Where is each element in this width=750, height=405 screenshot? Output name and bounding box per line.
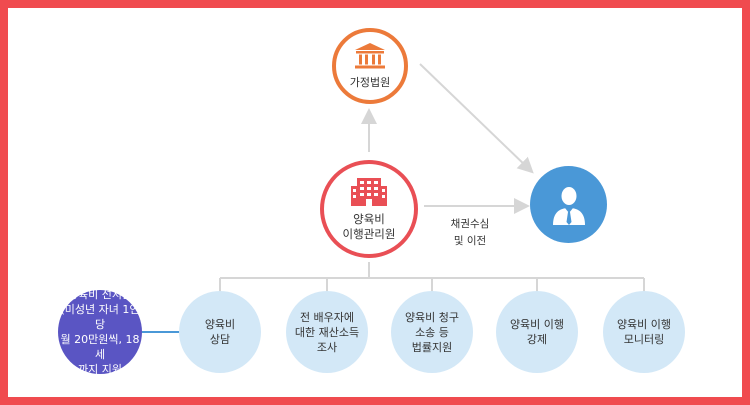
service-4-line-1: 양육비 이행 <box>509 318 565 331</box>
advance-payment-node: 양육비 선지급 (미성년 자녀 1인당 월 20만원씩, 18세 까지 지원 <box>58 288 142 376</box>
service-legal-support-node: 양육비 청구 소송 등 법률지원 <box>391 291 473 373</box>
person-icon <box>552 186 585 225</box>
collection-transfer-label: 채권수심 및 이전 <box>430 216 510 250</box>
agency-label: 양육비 이행관리원 <box>343 212 396 242</box>
family-court-label: 가정법원 <box>349 76 391 89</box>
courthouse-icon <box>355 43 385 69</box>
advance-line-3: 월 20만원씩, 18세 <box>60 333 140 361</box>
service-5-line-1: 양육비 이행 <box>616 318 672 331</box>
advance-line-2: (미성년 자녀 1인당 <box>60 303 140 331</box>
service-enforcement-node: 양육비 이행 강제 <box>496 291 578 373</box>
advance-line-1: 양육비 선지급 <box>67 288 133 301</box>
service-3-line-2: 소송 등 <box>415 325 449 339</box>
recipient-node <box>530 166 607 243</box>
service-2-line-2: 대한 재산소득 <box>294 325 360 339</box>
service-monitoring-node: 양육비 이행 모니터링 <box>603 291 685 373</box>
service-2-line-1: 전 배우자에 <box>299 310 355 324</box>
service-1-line-2: 상담 <box>209 333 231 346</box>
service-asset-investigation-node: 전 배우자에 대한 재산소득 조사 <box>286 291 368 373</box>
service-5-line-2: 모니터링 <box>623 333 665 346</box>
family-court-node: 가정법원 <box>332 28 408 104</box>
collection-label-line-1: 채권수심 <box>450 218 490 230</box>
child-support-agency-node: 양육비 이행관리원 <box>320 160 418 258</box>
service-3-line-3: 법률지원 <box>411 340 453 354</box>
building-icon <box>351 178 387 206</box>
service-4-line-2: 강제 <box>526 333 548 346</box>
arrow-court-to-recipient <box>419 63 534 174</box>
service-2-line-3: 조사 <box>316 340 338 354</box>
advance-line-4: 까지 지원 <box>78 363 122 376</box>
service-3-line-1: 양육비 청구 <box>404 310 460 324</box>
agency-label-line-2: 이행관리원 <box>342 227 396 241</box>
agency-label-line-1: 양육비 <box>353 212 385 226</box>
service-1-line-1: 양육비 <box>204 318 236 331</box>
collection-label-line-2: 및 이전 <box>453 235 487 247</box>
service-counseling-node: 양육비 상담 <box>179 291 261 373</box>
